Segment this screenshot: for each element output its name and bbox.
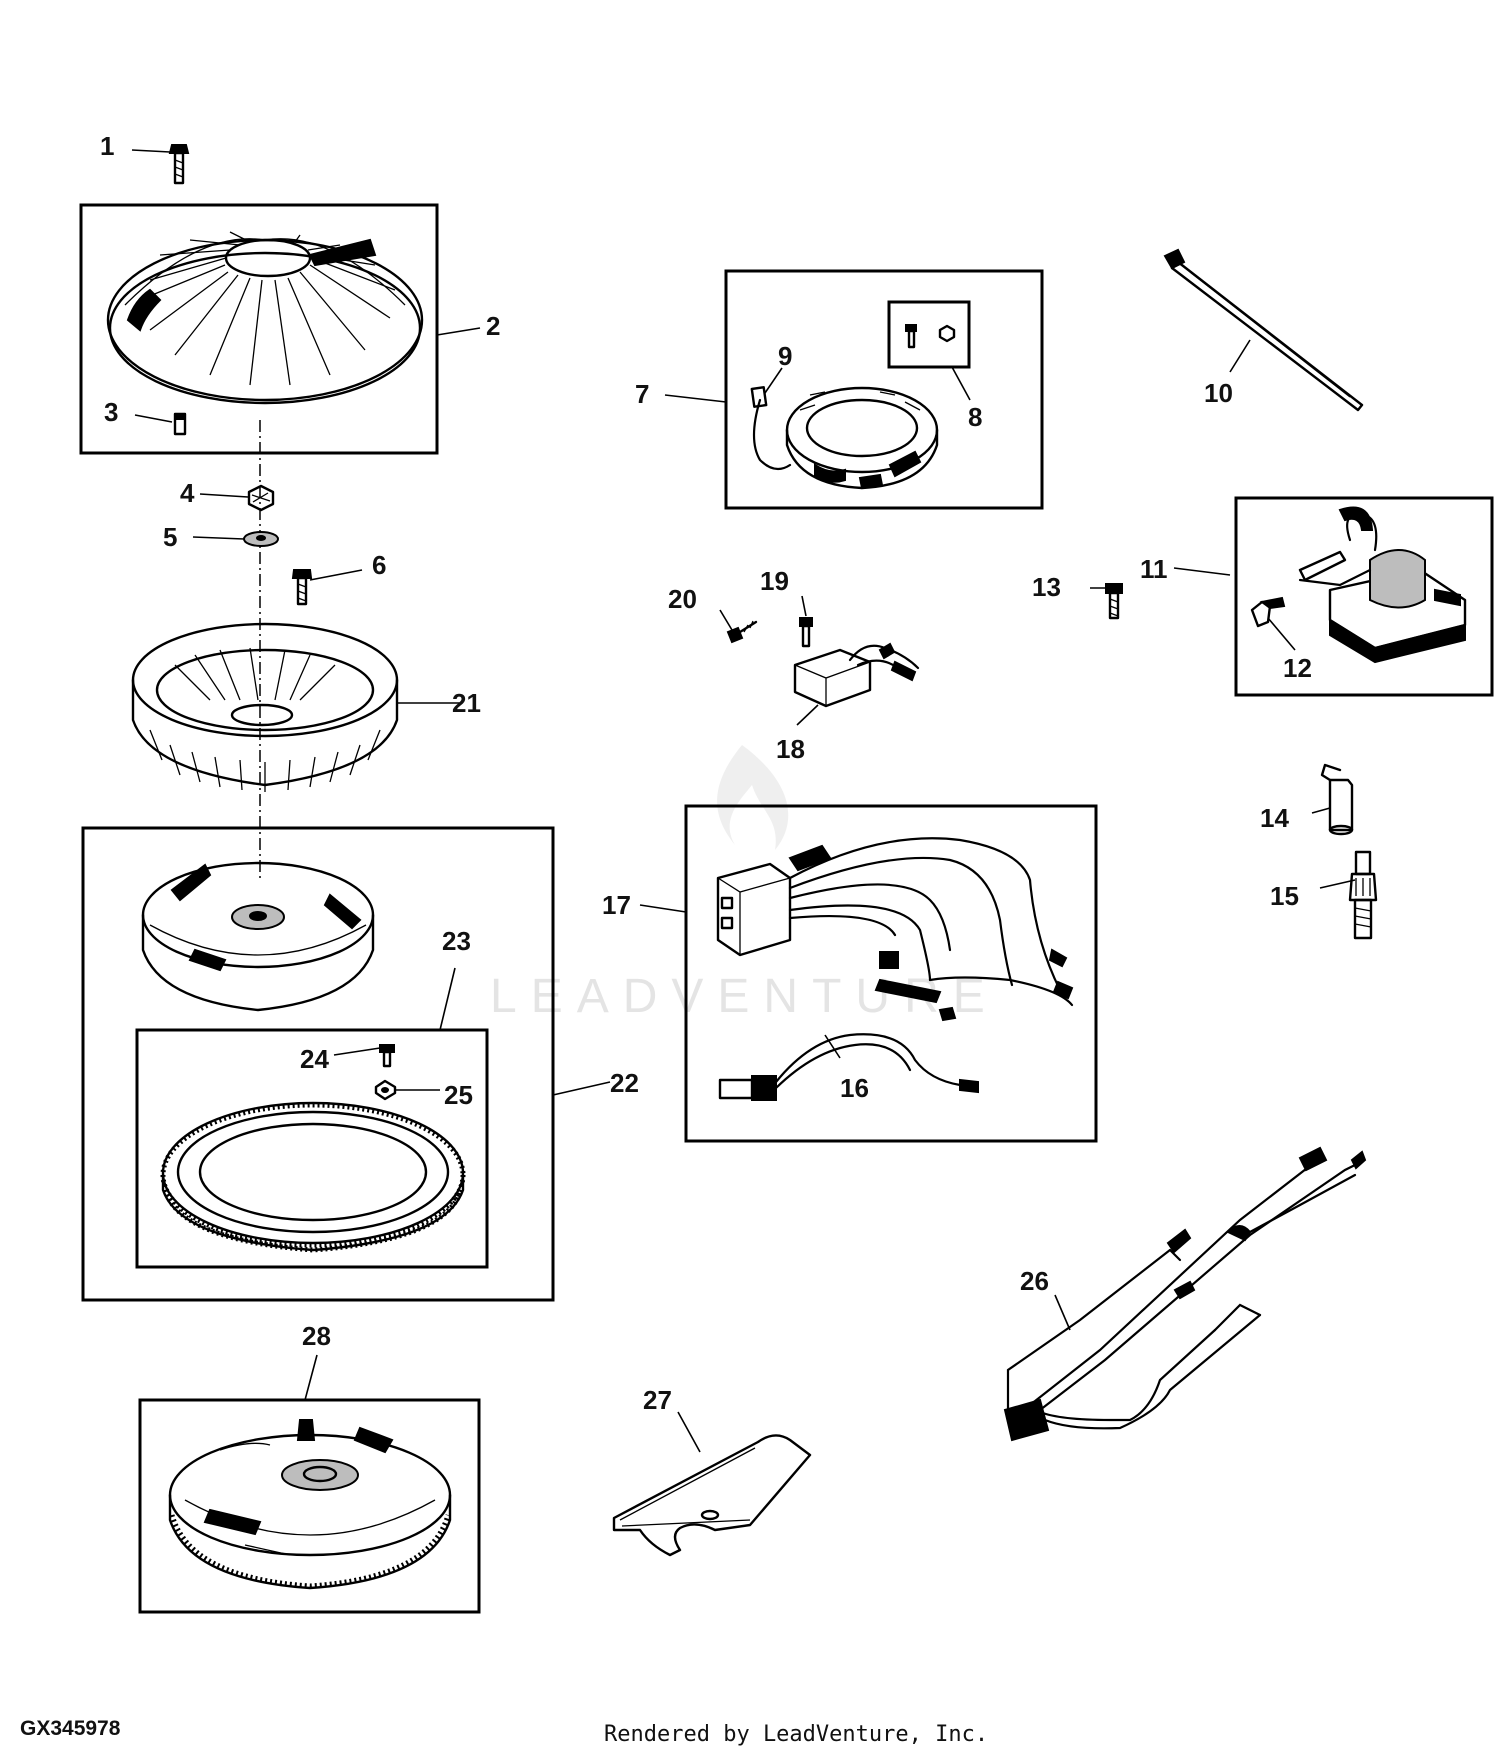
callout-9: 9 xyxy=(778,341,792,371)
callout-15: 15 xyxy=(1270,881,1299,911)
box-stator-hardware xyxy=(887,300,971,369)
callout-5: 5 xyxy=(163,522,177,552)
callout-19: 19 xyxy=(760,566,789,596)
part-screw-19 xyxy=(799,617,813,648)
part-spark-plug xyxy=(1348,850,1378,940)
part-nut xyxy=(247,484,275,512)
part-stator-hardware xyxy=(905,324,956,349)
callout-16: 16 xyxy=(840,1073,869,1103)
part-blower-housing xyxy=(106,231,424,405)
callout-28: 28 xyxy=(302,1321,331,1351)
callout-25: 25 xyxy=(444,1080,473,1110)
part-wire-lead xyxy=(718,1033,979,1101)
callout-1: 1 xyxy=(100,131,114,161)
callout-3: 3 xyxy=(104,397,118,427)
part-nut-25 xyxy=(374,1079,397,1101)
part-screw-13 xyxy=(1105,583,1123,620)
callout-27: 27 xyxy=(643,1385,672,1415)
callout-14: 14 xyxy=(1260,803,1289,833)
part-spark-plug-boot xyxy=(1320,763,1354,836)
callout-24: 24 xyxy=(300,1044,329,1074)
part-screw-6 xyxy=(291,569,313,606)
part-stator xyxy=(750,386,939,490)
part-harness-26 xyxy=(1003,1146,1367,1442)
box-ignition-module xyxy=(1234,496,1494,697)
render-credit: Rendered by LeadVenture, Inc. xyxy=(604,1722,988,1747)
part-flywheel xyxy=(141,861,375,1012)
callout-17: 17 xyxy=(602,890,631,920)
watermark-text: LEADVENTURE xyxy=(490,970,999,1023)
part-screw-1 xyxy=(168,144,190,185)
callout-26: 26 xyxy=(1020,1266,1049,1296)
callout-23: 23 xyxy=(442,926,471,956)
part-wiring-harness xyxy=(716,837,1074,1022)
callout-18: 18 xyxy=(776,734,805,764)
part-washer xyxy=(243,531,279,547)
part-ground-clip xyxy=(1250,596,1286,628)
callout-4: 4 xyxy=(180,478,195,508)
callout-21: 21 xyxy=(452,688,481,718)
box-flywheel-alt xyxy=(138,1398,481,1614)
callout-12: 12 xyxy=(1283,653,1312,683)
part-screw-24 xyxy=(379,1044,395,1068)
part-cooling-fan xyxy=(131,622,399,792)
watermark: LEADVENTURE xyxy=(490,745,999,1023)
box-ring-gear-kit xyxy=(135,1028,489,1269)
part-voltage-regulator xyxy=(793,642,920,708)
part-cable-tie xyxy=(1163,248,1364,412)
callout-labels: 1 2 3 4 5 6 7 8 9 10 11 12 13 14 15 16 1… xyxy=(100,131,1312,1415)
part-ring-gear xyxy=(160,1101,466,1253)
part-screw-20 xyxy=(726,620,758,644)
part-heat-shield xyxy=(612,1434,812,1557)
callout-20: 20 xyxy=(668,584,697,614)
callout-7: 7 xyxy=(635,379,649,409)
leader-lines xyxy=(131,149,1356,1453)
box-wiring-harness-kit xyxy=(684,804,1098,1143)
callout-10: 10 xyxy=(1204,378,1233,408)
box-blower-housing-kit xyxy=(79,203,439,455)
box-stator-kit xyxy=(724,269,1044,510)
callout-13: 13 xyxy=(1032,572,1061,602)
part-pin xyxy=(173,412,187,436)
callout-22: 22 xyxy=(610,1068,639,1098)
part-flywheel-ring-gear xyxy=(168,1419,452,1590)
flame-logo-icon xyxy=(717,745,789,850)
callout-8: 8 xyxy=(968,402,982,432)
callout-2: 2 xyxy=(486,311,500,341)
callout-6: 6 xyxy=(372,550,386,580)
part-ignition-module xyxy=(1298,506,1467,664)
callout-11: 11 xyxy=(1140,554,1168,584)
figure-code: GX345978 xyxy=(20,1717,121,1740)
box-flywheel-kit xyxy=(81,826,555,1302)
